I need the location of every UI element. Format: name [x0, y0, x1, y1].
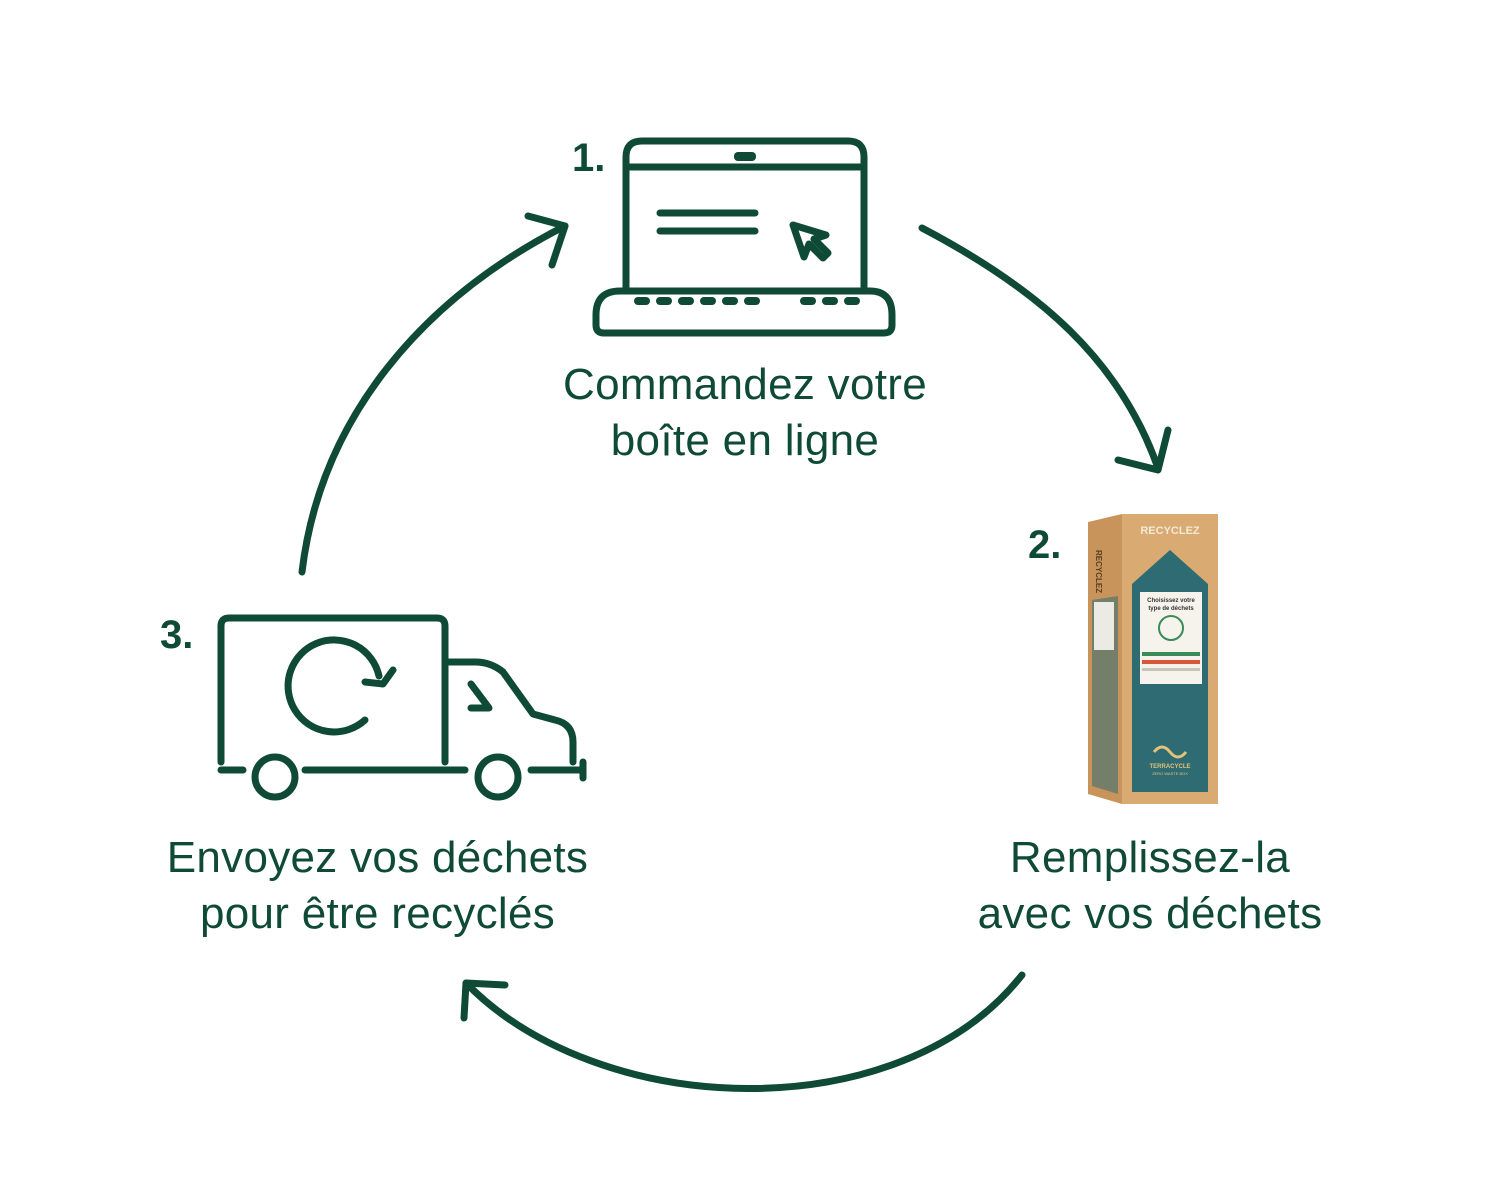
delivery-truck-icon [217, 614, 587, 801]
arrow-head-step2 [1114, 426, 1172, 474]
arrow-head-step3 [460, 979, 509, 1022]
step-1-label: Commandez votre boîte en ligne [495, 357, 995, 469]
box-brand-line2: ZERO WASTE BOX [1152, 771, 1188, 776]
box-panel-title-line1: Choisissez votre [1147, 598, 1195, 604]
box-brand-line1: TERRACYCLE [1149, 764, 1190, 770]
arrow-step3-to-step1 [298, 222, 569, 576]
step-1-label-line1: Commandez votre [563, 360, 927, 409]
step-2-label-line2: avec vos déchets [977, 889, 1323, 938]
step-3-number: 3. [160, 613, 194, 657]
step-3-label: Envoyez vos déchets pour être recyclés [100, 830, 655, 942]
step-1-label-line2: boîte en ligne [610, 416, 880, 465]
arrow-step2-to-step3 [462, 971, 1026, 1092]
box-panel-title-line2: type de déchets [1148, 606, 1194, 612]
step-2-label-line1: Remplissez-la [1009, 833, 1291, 882]
step-3-label-line2: pour être recyclés [199, 889, 556, 938]
box-side-label: RECYCLEZ [1094, 550, 1103, 593]
step-3-label-line1: Envoyez vos déchets [166, 833, 589, 882]
step-1-number: 1. [572, 136, 606, 180]
arrow-step1-to-step2 [918, 224, 1162, 472]
step-2-label: Remplissez-la avec vos déchets [910, 830, 1390, 942]
step-2-number: 2. [1028, 523, 1062, 567]
box-top-label: RECYCLEZ [1140, 525, 1200, 537]
arrow-head-step1 [524, 212, 569, 269]
recycling-box-image: RECYCLEZ RECYCLEZ Choisissez votre type … [1088, 514, 1218, 804]
laptop-icon [592, 137, 896, 337]
